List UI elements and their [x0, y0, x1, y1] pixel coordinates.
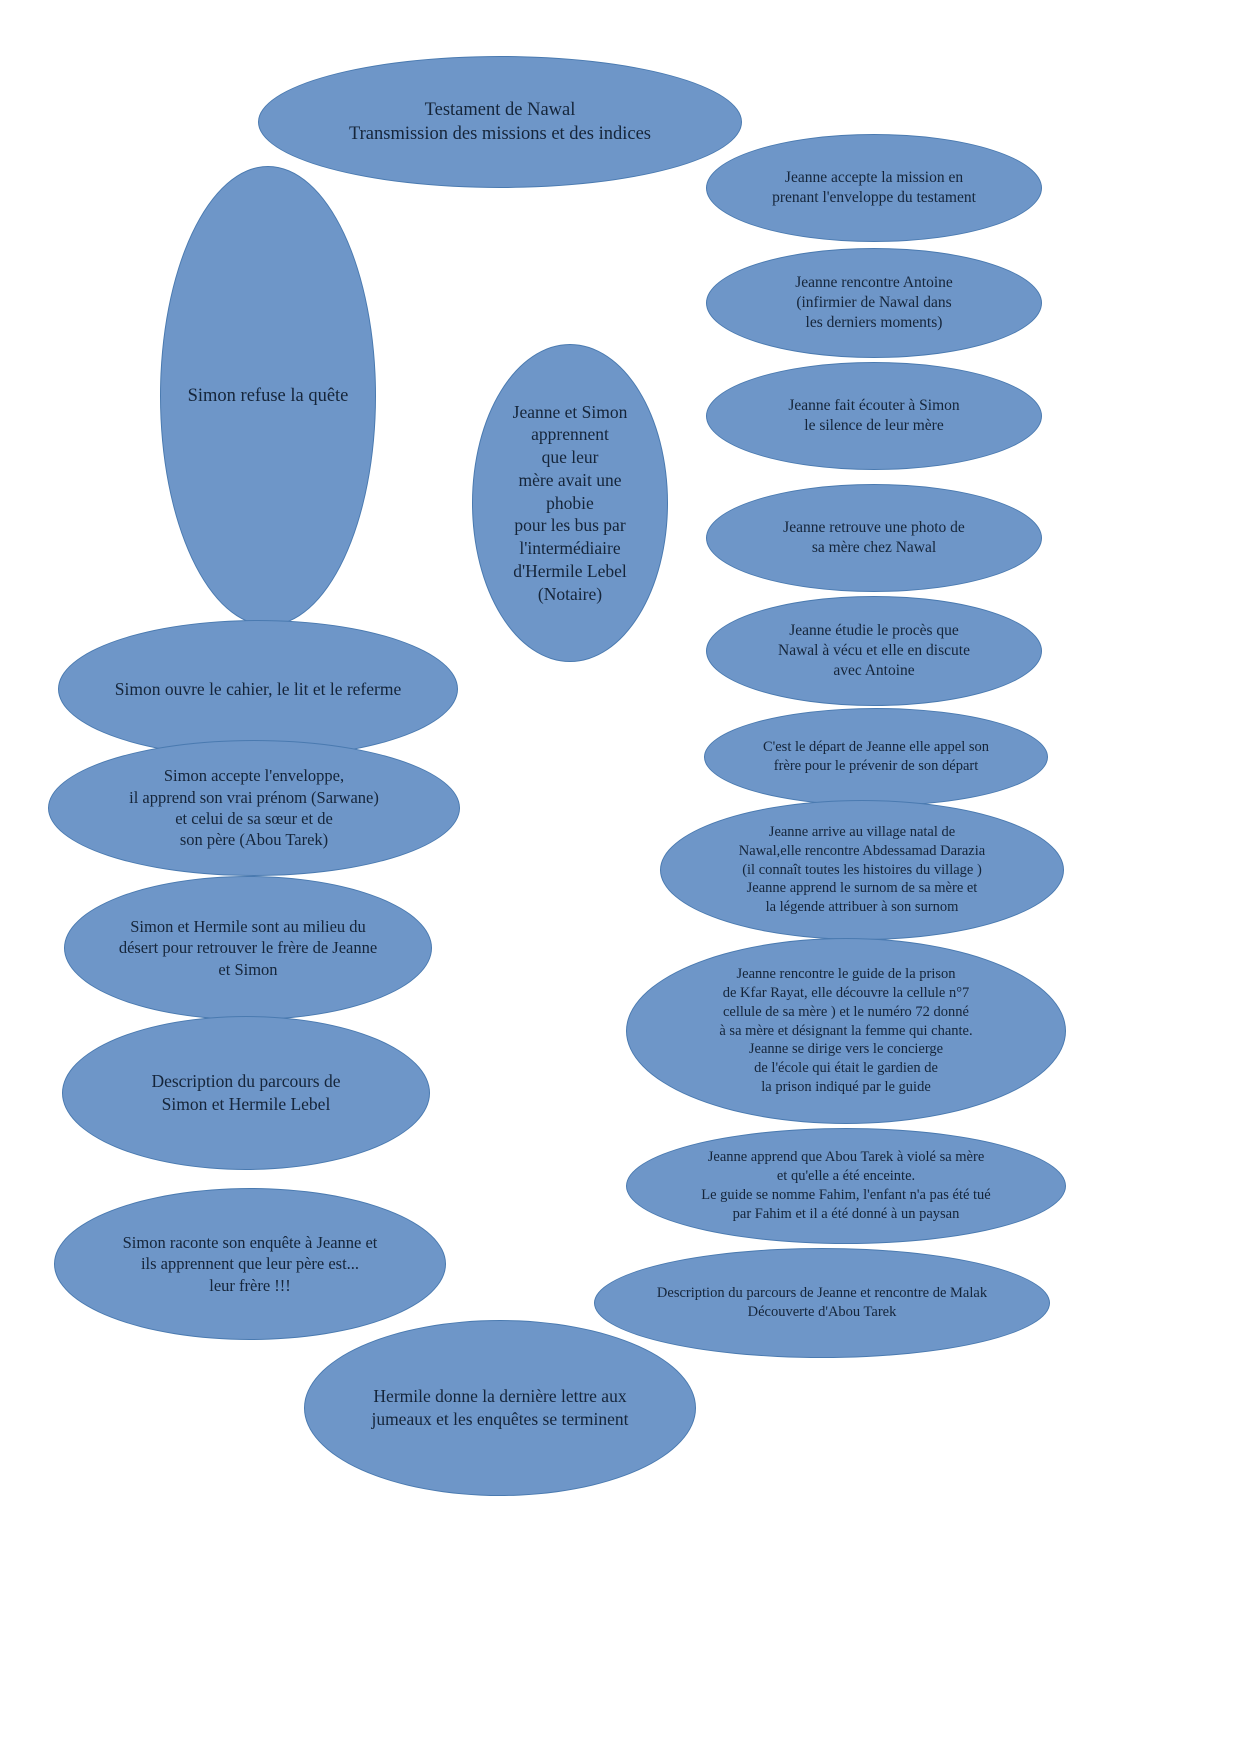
- node-label: Jeanne fait écouter à Simon le silence d…: [788, 396, 960, 434]
- node-depart-de-jeanne[interactable]: C'est le départ de Jeanne elle appel son…: [704, 708, 1048, 806]
- node-photo-chez-nawal[interactable]: Jeanne retrouve une photo de sa mère che…: [706, 484, 1042, 592]
- node-prison-kfar-rayat[interactable]: Jeanne rencontre le guide de la prison d…: [626, 938, 1066, 1124]
- node-label: Jeanne et Simon apprennent que leur mère…: [512, 401, 628, 604]
- node-simon-enquete[interactable]: Simon raconte son enquête à Jeanne et il…: [54, 1188, 446, 1340]
- node-label: Jeanne retrouve une photo de sa mère che…: [783, 518, 965, 556]
- node-simon-enveloppe[interactable]: Simon accepte l'enveloppe, il apprend so…: [48, 740, 460, 876]
- node-phobie-bus[interactable]: Jeanne et Simon apprennent que leur mère…: [472, 344, 668, 662]
- node-label: Jeanne rencontre le guide de la prison d…: [719, 966, 973, 1096]
- node-jeanne-accepte-mission[interactable]: Jeanne accepte la mission en prenant l'e…: [706, 134, 1042, 242]
- node-label: Simon ouvre le cahier, le lit et le refe…: [114, 678, 402, 699]
- node-label: Jeanne rencontre Antoine (infirmier de N…: [795, 273, 953, 332]
- node-label: Jeanne accepte la mission en prenant l'e…: [772, 168, 976, 206]
- node-label: Description du parcours de Simon et Herm…: [151, 1071, 341, 1114]
- node-label: Description du parcours de Jeanne et ren…: [656, 1285, 988, 1320]
- node-parcours-jeanne-malak[interactable]: Description du parcours de Jeanne et ren…: [594, 1248, 1050, 1358]
- node-simon-refuse[interactable]: Simon refuse la quête: [160, 166, 376, 626]
- node-label: Simon refuse la quête: [187, 385, 349, 406]
- node-parcours-simon-hermile[interactable]: Description du parcours de Simon et Herm…: [62, 1016, 430, 1170]
- node-label: Jeanne étudie le procès que Nawal à vécu…: [778, 621, 970, 680]
- node-derniere-lettre[interactable]: Hermile donne la dernière lettre aux jum…: [304, 1320, 696, 1496]
- node-proces-de-nawal[interactable]: Jeanne étudie le procès que Nawal à vécu…: [706, 596, 1042, 706]
- node-label: Hermile donne la dernière lettre aux jum…: [371, 1386, 629, 1429]
- node-village-natal[interactable]: Jeanne arrive au village natal de Nawal,…: [660, 800, 1064, 940]
- node-label: Simon accepte l'enveloppe, il apprend so…: [129, 766, 379, 850]
- node-label: Simon raconte son enquête à Jeanne et il…: [122, 1232, 378, 1295]
- node-abou-tarek-fahim[interactable]: Jeanne apprend que Abou Tarek à violé sa…: [626, 1128, 1066, 1244]
- node-label: Simon et Hermile sont au milieu du déser…: [118, 916, 378, 979]
- node-label: Jeanne apprend que Abou Tarek à violé sa…: [701, 1149, 991, 1222]
- node-jeanne-rencontre-antoine[interactable]: Jeanne rencontre Antoine (infirmier de N…: [706, 248, 1042, 358]
- node-title-testament[interactable]: Testament de Nawal Transmission des miss…: [258, 56, 742, 188]
- node-simon-desert[interactable]: Simon et Hermile sont au milieu du déser…: [64, 876, 432, 1020]
- node-label: Jeanne arrive au village natal de Nawal,…: [738, 823, 986, 916]
- node-simon-cahier[interactable]: Simon ouvre le cahier, le lit et le refe…: [58, 620, 458, 758]
- node-label: C'est le départ de Jeanne elle appel son…: [762, 739, 990, 774]
- node-silence-de-la-mere[interactable]: Jeanne fait écouter à Simon le silence d…: [706, 362, 1042, 470]
- node-label: Testament de Nawal Transmission des miss…: [348, 99, 651, 144]
